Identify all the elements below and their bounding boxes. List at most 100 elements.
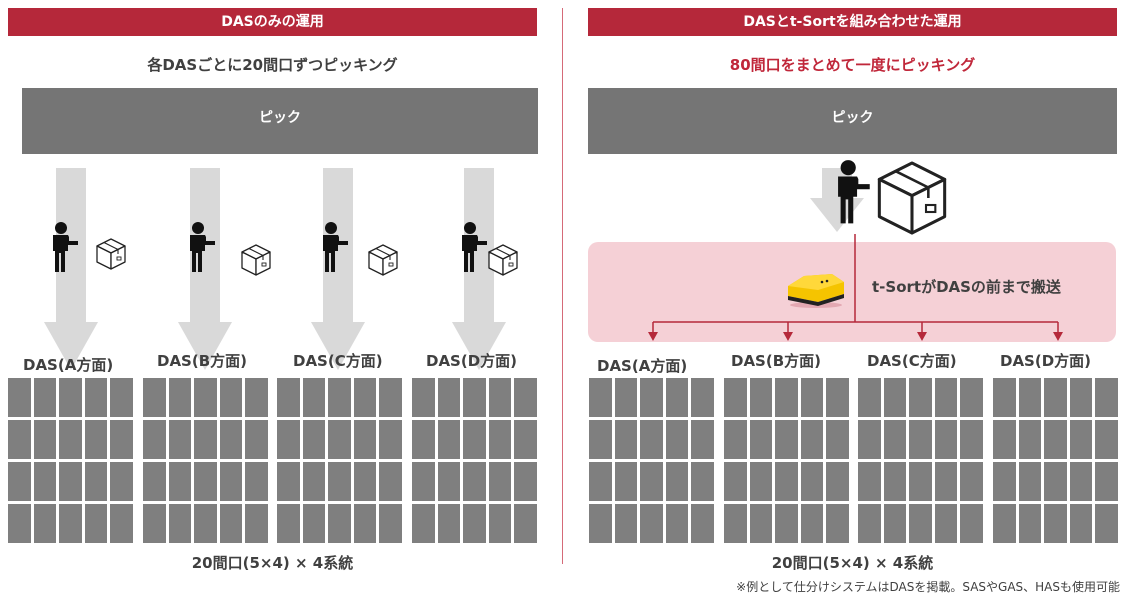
grid-cell (168, 420, 192, 459)
grid-cell (1095, 420, 1118, 459)
grid-cell (800, 420, 824, 459)
grid-cell (1069, 504, 1093, 543)
grid-cell (960, 420, 983, 459)
grid-cell (302, 504, 326, 543)
grid-cell (775, 504, 798, 543)
grid-cell (245, 420, 268, 459)
grid-cell (437, 462, 461, 501)
grid-cell (353, 378, 377, 417)
person-icon (190, 222, 215, 272)
grid-cell (1095, 504, 1118, 543)
grid-cell (749, 378, 773, 417)
grid-cell (993, 378, 1016, 417)
box-icon (368, 244, 398, 276)
left-pick-label: ピック (259, 110, 301, 126)
box-icon (488, 244, 518, 276)
grid-cell (219, 462, 243, 501)
right-capacity: 20間口(5×4) × 4系統 (771, 554, 934, 572)
down-arrow-icon (452, 168, 506, 370)
grid-cell (33, 504, 57, 543)
grid-cell (168, 504, 192, 543)
grid-cell (84, 462, 108, 501)
grid-cell (488, 462, 512, 501)
grid-cell (33, 420, 57, 459)
grid-cell (379, 462, 402, 501)
right-banner: DASとt-Sortを組み合わせた運用 (588, 8, 1117, 36)
grid-cell (934, 504, 958, 543)
grid-cell (775, 462, 798, 501)
grid-cell (379, 504, 402, 543)
grid-cell (724, 378, 747, 417)
grid-cell (960, 462, 983, 501)
grid-cell (934, 378, 958, 417)
grid-cell (84, 378, 108, 417)
grid-cell (328, 462, 351, 501)
grid-cell (328, 378, 351, 417)
grid-cell (1018, 378, 1042, 417)
person-icon (323, 222, 348, 272)
grid-cell (640, 504, 663, 543)
grid-cell (858, 378, 881, 417)
t-sort-label: t-SortがDASの前まで搬送 (872, 278, 1061, 296)
grid-cell (589, 504, 612, 543)
grid-cell (993, 462, 1016, 501)
grid-cell (245, 462, 268, 501)
grid-cell (1044, 462, 1067, 501)
grid-cell (909, 462, 932, 501)
right-pick-bar: ピック (588, 88, 1117, 154)
grid-cell (883, 420, 907, 459)
grid-cell (110, 378, 133, 417)
grid-cell (277, 462, 300, 501)
grid-cell (33, 462, 57, 501)
left-capacity: 20間口(5×4) × 4系統 (191, 554, 354, 572)
grid-cell (858, 504, 881, 543)
das-grid-b (724, 378, 849, 543)
grid-cell (463, 378, 486, 417)
grid-cell (883, 462, 907, 501)
grid-cell (59, 462, 82, 501)
grid-cell (84, 420, 108, 459)
grid-cell (909, 420, 932, 459)
box-icon (96, 238, 126, 270)
grid-cell (143, 504, 166, 543)
grid-cell (749, 462, 773, 501)
grid-cell (749, 504, 773, 543)
grid-cell (277, 504, 300, 543)
down-arrow-icon (44, 168, 98, 370)
grid-cell (514, 504, 537, 543)
grid-cell (302, 462, 326, 501)
grid-cell (665, 462, 689, 501)
das-grid-b (143, 378, 268, 543)
das-label-a: DAS(A方面) (23, 356, 114, 374)
grid-cell (691, 504, 714, 543)
grid-cell (1018, 462, 1042, 501)
grid-cell (143, 462, 166, 501)
grid-cell (59, 378, 82, 417)
grid-cell (463, 420, 486, 459)
grid-cell (168, 462, 192, 501)
das-label-c: DAS(C方面) (293, 352, 383, 370)
grid-cell (219, 378, 243, 417)
footnote: ※例として仕分けシステムはDASを掲載。SASやGAS、HASも使用可能 (736, 580, 1120, 594)
grid-cell (858, 420, 881, 459)
das-grid-c (858, 378, 983, 543)
grid-cell (194, 462, 217, 501)
grid-cell (353, 504, 377, 543)
grid-cell (110, 420, 133, 459)
grid-cell (1069, 420, 1093, 459)
grid-cell (8, 378, 31, 417)
grid-cell (691, 420, 714, 459)
left-banner: DASのみの運用 (8, 8, 537, 36)
grid-cell (826, 504, 849, 543)
grid-cell (168, 378, 192, 417)
grid-cell (463, 462, 486, 501)
grid-cell (328, 420, 351, 459)
grid-cell (412, 420, 435, 459)
das-label-b: DAS(B方面) (731, 352, 822, 370)
grid-cell (488, 378, 512, 417)
grid-cell (640, 420, 663, 459)
grid-cell (1095, 378, 1118, 417)
grid-cell (1069, 462, 1093, 501)
grid-cell (640, 378, 663, 417)
grid-cell (59, 420, 82, 459)
